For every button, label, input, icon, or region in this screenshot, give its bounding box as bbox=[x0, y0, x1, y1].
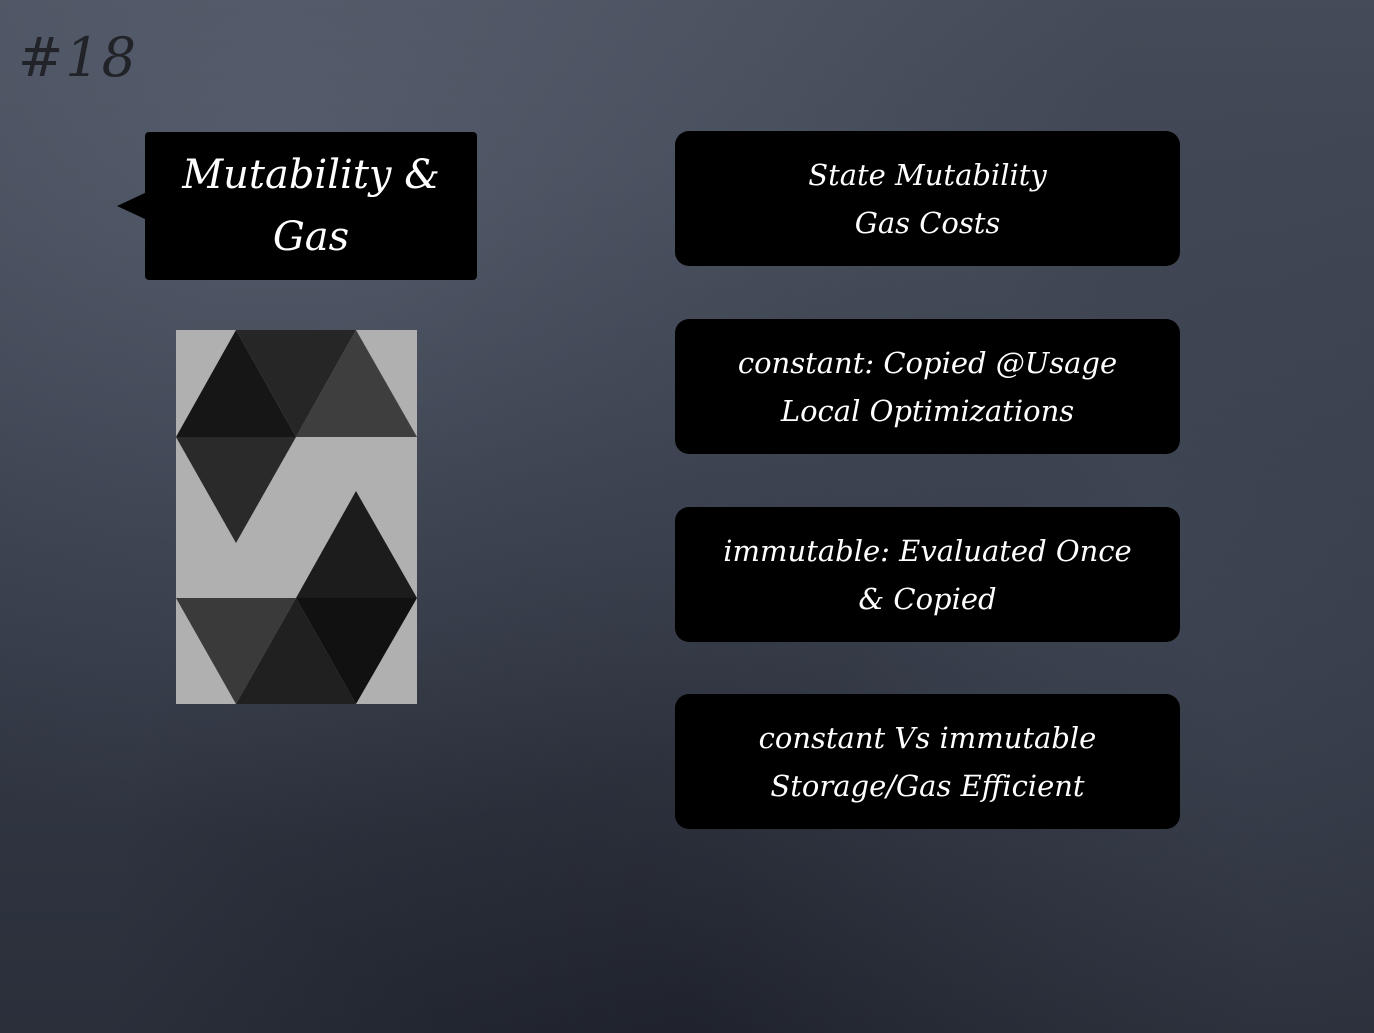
card-text: immutable: Evaluated Once & Copied bbox=[723, 533, 1132, 616]
card-text: constant: Copied @Usage Local Optimizati… bbox=[737, 345, 1118, 428]
ethereum-logo-icon bbox=[176, 330, 417, 704]
card-text: State Mutability Gas Costs bbox=[808, 157, 1047, 240]
card-state-mutability: State Mutability Gas Costs bbox=[675, 131, 1180, 266]
card-text: constant Vs immutable Storage/Gas Effici… bbox=[758, 720, 1097, 803]
card-immutable: immutable: Evaluated Once & Copied bbox=[675, 507, 1180, 642]
slide-number: #18 bbox=[18, 26, 138, 89]
card-constant: constant: Copied @Usage Local Optimizati… bbox=[675, 319, 1180, 454]
title-callout: Mutability & Gas bbox=[117, 132, 477, 280]
card-constant-vs-immutable: constant Vs immutable Storage/Gas Effici… bbox=[675, 694, 1180, 829]
slide-title: Mutability & Gas bbox=[182, 152, 440, 260]
